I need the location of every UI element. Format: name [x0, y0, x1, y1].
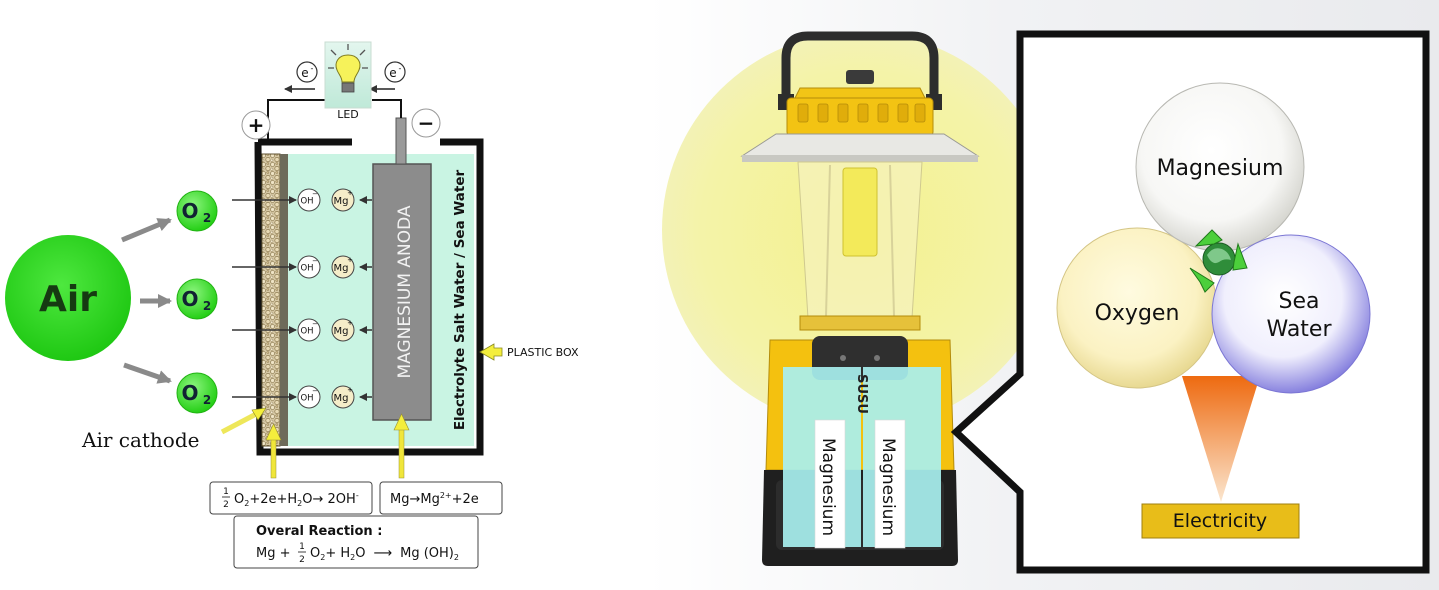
lantern-light-tube [842, 167, 878, 257]
negative-terminal: − [411, 108, 441, 138]
svg-text:−: − [312, 320, 318, 328]
air-circle: Air [5, 235, 131, 361]
electricity-box: Electricity [1141, 503, 1300, 539]
svg-text:1: 1 [223, 487, 229, 497]
electron-badge: e - [296, 61, 318, 83]
svg-text:Oxygen: Oxygen [1095, 301, 1180, 326]
svg-text:-: - [399, 64, 402, 73]
svg-text:O2+2e+H2O→ 2OH-: O2+2e+H2O→ 2OH- [234, 491, 359, 508]
svg-text:O2+ H2O⟶Mg (OH)2: O2+ H2O⟶Mg (OH)2 [310, 546, 459, 562]
air-cathode-callout: Air cathode [81, 407, 267, 452]
reaction-pointer-arrows [265, 413, 410, 479]
recycle-globe-icon [1189, 229, 1248, 293]
svg-text:Mg→Mg2++2e: Mg→Mg2++2e [390, 491, 479, 507]
lantern-illustration: Magnesium Magnesium SUSU [662, 31, 1058, 566]
svg-text:+: + [347, 319, 353, 327]
anode-terminal [395, 117, 407, 165]
svg-text:-: - [311, 64, 314, 73]
electrolyte-label: Electrolyte Salt Water / Sea Water [452, 169, 468, 430]
plastic-box-frame [254, 138, 484, 456]
svg-text:Sea: Sea [1279, 289, 1320, 314]
svg-text:+: + [347, 189, 353, 197]
svg-text:OH: OH [300, 394, 313, 404]
led-bulb: LED [324, 41, 372, 121]
bulb-icon [335, 54, 361, 83]
led-label: LED [337, 108, 359, 121]
svg-text:+: + [347, 386, 353, 394]
overall-title: Overal Reaction : [256, 524, 382, 539]
ion-row: OH − Mg + [232, 188, 372, 212]
svg-text:−: − [312, 257, 318, 265]
plate-left-label: Magnesium [818, 438, 838, 536]
electron-badge: e - [384, 61, 406, 83]
svg-text:−: − [418, 111, 435, 135]
positive-terminal: + [241, 110, 271, 140]
oxygen-bubble: Oxygen [1056, 227, 1218, 389]
svg-text:Mg: Mg [334, 196, 349, 207]
air-to-o2-arrows [121, 217, 172, 384]
ion-row: OH − Mg + [232, 255, 372, 279]
svg-text:−: − [312, 190, 318, 198]
air-label: Air [39, 279, 97, 320]
svg-text:Electricity: Electricity [1173, 510, 1267, 532]
o2-molecule: O 2 [176, 190, 218, 232]
brand-logo-text: SUSU [854, 374, 869, 414]
svg-text:Mg: Mg [334, 263, 349, 274]
magnesium-bubble: Magnesium [1135, 82, 1305, 252]
svg-text:Mg: Mg [334, 393, 349, 404]
svg-text:2: 2 [203, 393, 211, 407]
lantern-hood [740, 133, 980, 157]
overall-reaction-box: Overal Reaction : Mg + 1 2 O2+ H2O⟶Mg (O… [233, 515, 479, 569]
svg-text:OH: OH [300, 264, 313, 274]
battery-schematic: Air O 2 O 2 O 2 [5, 41, 579, 569]
svg-text:OH: OH [300, 327, 313, 337]
svg-text:O: O [181, 199, 198, 223]
air-cathode-layer [261, 153, 281, 447]
energy-cone [1182, 376, 1260, 502]
svg-text:2: 2 [299, 555, 305, 565]
svg-text:Mg +: Mg + [256, 546, 291, 561]
svg-text:Mg: Mg [334, 326, 349, 337]
light-rays-icon [328, 44, 368, 69]
anode-reaction-box: Mg→Mg2++2e [379, 481, 503, 515]
svg-text:Water: Water [1266, 317, 1332, 342]
svg-text:e: e [389, 66, 396, 80]
ion-row: OH − Mg + [232, 385, 372, 409]
svg-text:O: O [181, 287, 198, 311]
svg-text:−: − [312, 387, 318, 395]
svg-text:OH: OH [300, 197, 313, 207]
plate-right-label: Magnesium [878, 438, 898, 536]
svg-text:PLASTIC BOX: PLASTIC BOX [507, 346, 579, 359]
svg-text:2: 2 [203, 211, 211, 225]
o2-molecule: O 2 [176, 278, 218, 320]
cathode-mesh [280, 154, 288, 446]
plastic-box-callout: PLASTIC BOX [479, 343, 579, 361]
callout-panel: Oxygen Magnesium Sea Water Electricity [950, 30, 1430, 574]
svg-text:2: 2 [203, 299, 211, 313]
cathode-reaction-box: 1 2 O2+2e+H2O→ 2OH- [209, 481, 373, 515]
svg-text:Magnesium: Magnesium [1157, 156, 1284, 181]
svg-text:+: + [248, 113, 265, 137]
o2-molecule: O 2 [176, 372, 218, 414]
svg-text:O: O [181, 381, 198, 405]
sea-water-bubble: Sea Water [1211, 234, 1371, 394]
svg-text:e: e [301, 66, 308, 80]
svg-text:1: 1 [299, 542, 305, 552]
lantern-handle [781, 31, 939, 100]
ion-row: OH − Mg + [232, 318, 372, 342]
svg-text:+: + [347, 256, 353, 264]
svg-text:2: 2 [223, 500, 229, 510]
anode-label: MAGNESIUM ANODA [395, 205, 415, 378]
svg-text:Air cathode: Air cathode [81, 428, 199, 452]
